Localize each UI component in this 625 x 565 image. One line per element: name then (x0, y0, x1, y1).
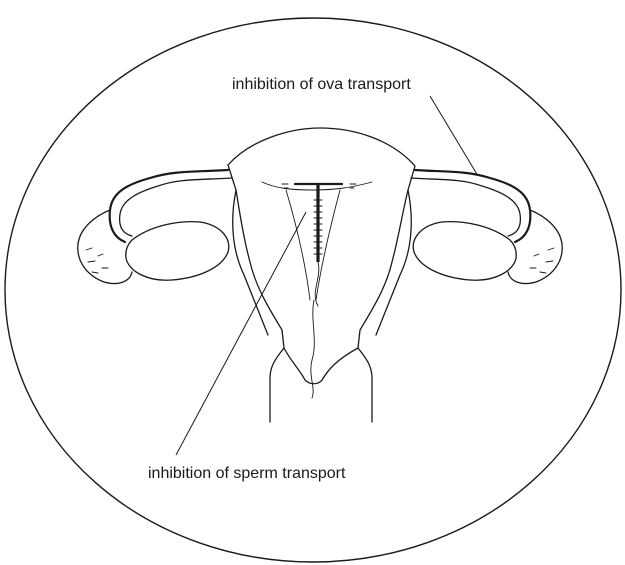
right-fallopian-tube (415, 170, 530, 242)
left-tubal-ostium (282, 184, 288, 188)
right-fimbriae-detail (530, 248, 554, 273)
right-body-wall (376, 190, 411, 335)
iud-device (295, 184, 342, 306)
left-fimbriae (78, 210, 132, 284)
ova-transport-label: inhibition of ova transport (232, 76, 411, 93)
right-fimbriae (508, 210, 562, 284)
left-fallopian-tube (110, 170, 228, 242)
right-ovary (413, 222, 516, 281)
ova-leader-line (430, 96, 478, 176)
left-ovary (126, 222, 229, 281)
sperm-leader-line (176, 212, 306, 455)
cervix-outline (284, 348, 358, 384)
uterus-outline (228, 128, 415, 422)
sperm-transport-label: inhibition of sperm transport (148, 465, 346, 482)
left-fimbriae-detail (86, 248, 108, 273)
right-fallopian-tube-inner (411, 178, 520, 236)
